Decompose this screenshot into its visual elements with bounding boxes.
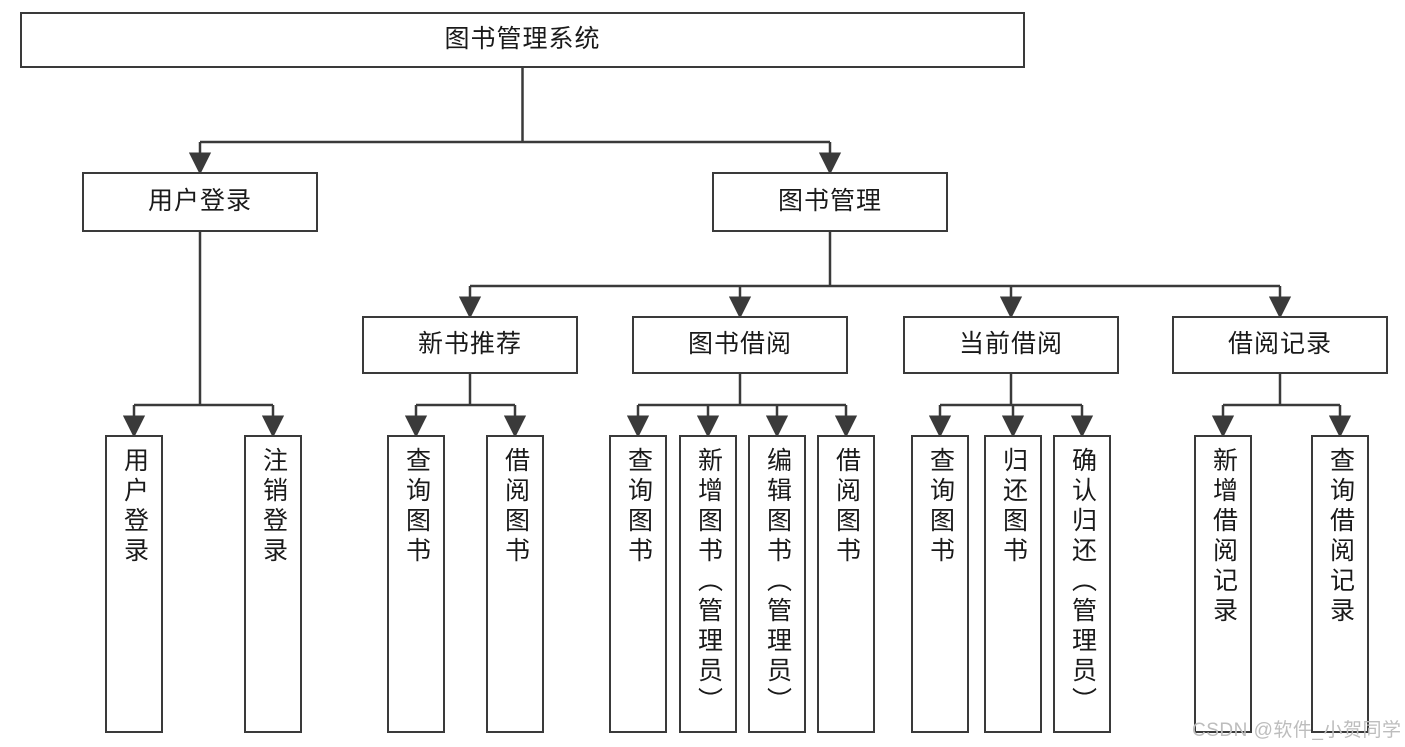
node-label-leaf-query-rec: 查询借阅记录 (1326, 447, 1355, 627)
node-label-leaf-query-3: 查询图书 (926, 447, 955, 567)
node-label-leaf-confirm: 确认归还（管理员） (1068, 447, 1097, 717)
node-leaf-query-1[interactable]: 查询图书 (387, 435, 445, 733)
node-label-leaf-logout: 注销登录 (259, 447, 288, 567)
node-leaf-query-3[interactable]: 查询图书 (911, 435, 969, 733)
node-leaf-edit-book[interactable]: 编辑图书（管理员） (748, 435, 806, 733)
node-label-leaf-query-1: 查询图书 (402, 447, 431, 567)
node-leaf-borrow-1[interactable]: 借阅图书 (486, 435, 544, 733)
node-label-leaf-query-2: 查询图书 (624, 447, 653, 567)
node-book-borrow[interactable]: 图书借阅 (632, 316, 848, 374)
node-label-leaf-user-login: 用户登录 (120, 447, 149, 567)
node-label-user-login: 用户登录 (147, 187, 252, 216)
node-leaf-query-rec[interactable]: 查询借阅记录 (1311, 435, 1369, 733)
node-new-book-rec[interactable]: 新书推荐 (362, 316, 578, 374)
node-label-leaf-borrow-2: 借阅图书 (832, 447, 861, 567)
node-borrow-record[interactable]: 借阅记录 (1172, 316, 1388, 374)
node-leaf-query-2[interactable]: 查询图书 (609, 435, 667, 733)
node-current-borrow[interactable]: 当前借阅 (903, 316, 1119, 374)
node-leaf-confirm[interactable]: 确认归还（管理员） (1053, 435, 1111, 733)
node-label-leaf-add-book: 新增图书（管理员） (694, 447, 723, 717)
node-label-leaf-add-rec: 新增借阅记录 (1209, 447, 1238, 627)
node-label-root: 图书管理系统 (444, 25, 601, 54)
node-label-leaf-borrow-1: 借阅图书 (501, 447, 530, 567)
node-leaf-logout[interactable]: 注销登录 (244, 435, 302, 733)
node-label-leaf-return: 归还图书 (999, 447, 1028, 567)
node-label-current-borrow: 当前借阅 (958, 330, 1063, 359)
csdn-watermark: CSDN @软件_小贺同学 (1192, 720, 1402, 741)
node-label-book-manage: 图书管理 (777, 187, 882, 216)
node-user-login[interactable]: 用户登录 (82, 172, 318, 232)
node-leaf-add-book[interactable]: 新增图书（管理员） (679, 435, 737, 733)
node-leaf-add-rec[interactable]: 新增借阅记录 (1194, 435, 1252, 733)
node-label-book-borrow: 图书借阅 (687, 330, 792, 359)
node-label-new-book-rec: 新书推荐 (417, 330, 522, 359)
node-label-borrow-record: 借阅记录 (1227, 330, 1332, 359)
node-book-manage[interactable]: 图书管理 (712, 172, 948, 232)
node-leaf-user-login[interactable]: 用户登录 (105, 435, 163, 733)
node-label-leaf-edit-book: 编辑图书（管理员） (763, 447, 792, 717)
node-leaf-borrow-2[interactable]: 借阅图书 (817, 435, 875, 733)
node-root[interactable]: 图书管理系统 (20, 12, 1025, 68)
node-leaf-return[interactable]: 归还图书 (984, 435, 1042, 733)
